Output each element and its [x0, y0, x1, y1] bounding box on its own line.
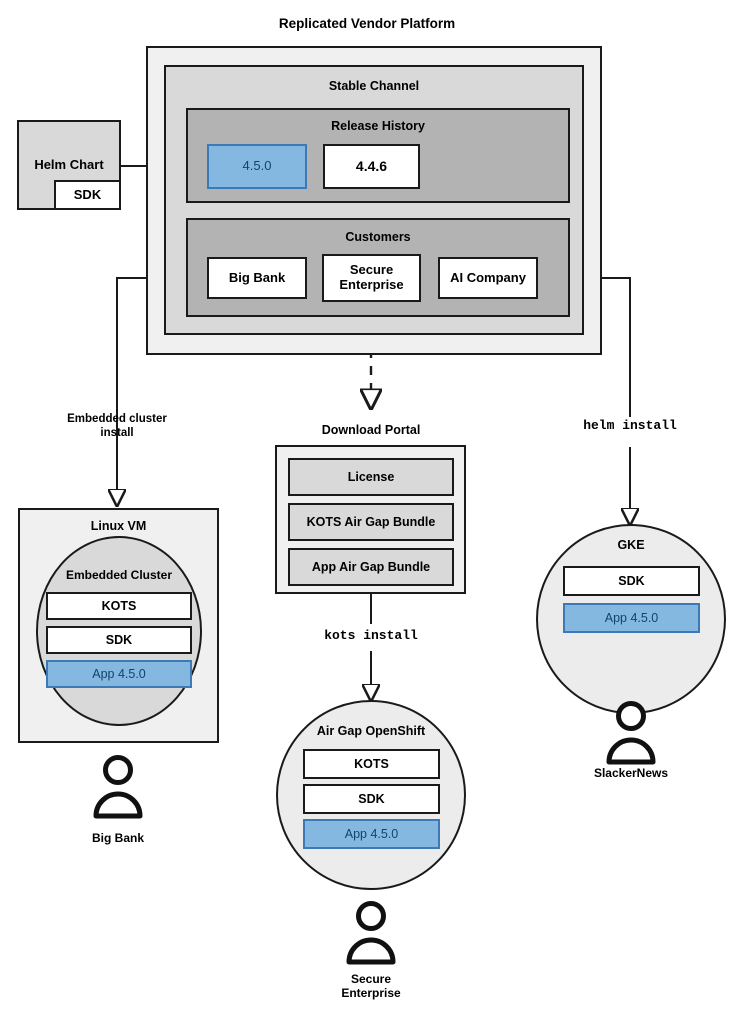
component-label: KOTS: [101, 598, 137, 613]
customer-secure-enterprise[interactable]: Secure Enterprise: [322, 254, 421, 302]
user-label-big-bank: Big Bank: [91, 831, 144, 845]
release-version-label: 4.5.0: [242, 158, 272, 174]
customers-label: Customers: [345, 230, 411, 244]
edge-label-kots-install: kots install: [324, 628, 418, 643]
release-version-label: 4.4.6: [355, 158, 388, 175]
release-4-5-0[interactable]: 4.5.0: [207, 144, 307, 189]
download-portal-item-kots-air-gap-bundle[interactable]: KOTS Air Gap Bundle: [288, 503, 454, 541]
openshift-component-app[interactable]: App 4.5.0: [303, 819, 440, 849]
gke-label: GKE: [617, 538, 645, 552]
gke-component-app[interactable]: App 4.5.0: [563, 603, 700, 633]
embedded-cluster-label: Embedded Cluster: [65, 568, 173, 582]
gke-component-sdk[interactable]: SDK: [563, 566, 700, 596]
component-label: SDK: [358, 791, 385, 806]
user-label-secure-enterprise: Secure Enterprise: [341, 972, 401, 1001]
linux-vm-component-kots[interactable]: KOTS: [46, 592, 192, 620]
component-label: KOTS: [354, 756, 389, 771]
edge-label-embedded-cluster-install: Embedded cluster install: [67, 413, 167, 439]
release-history-label: Release History: [331, 119, 425, 133]
component-label: App 4.5.0: [344, 826, 399, 841]
customer-big-bank[interactable]: Big Bank: [207, 257, 307, 299]
edge-label-helm-install: helm install: [583, 418, 677, 433]
linux-vm-label: Linux VM: [90, 519, 147, 533]
user-icon-big-bank: [93, 755, 143, 819]
customer-name-label: Secure Enterprise: [339, 262, 404, 292]
download-portal-label: Download Portal: [321, 423, 421, 437]
linux-vm-component-sdk[interactable]: SDK: [46, 626, 192, 654]
item-label: License: [347, 469, 395, 484]
helm-chart-sdk-box[interactable]: SDK: [54, 180, 121, 210]
openshift-component-sdk[interactable]: SDK: [303, 784, 440, 814]
page-title: Replicated Vendor Platform: [278, 16, 456, 31]
customer-ai-company[interactable]: AI Company: [438, 257, 538, 299]
linux-vm-component-app[interactable]: App 4.5.0: [46, 660, 192, 688]
helm-chart-sdk-label: SDK: [73, 186, 102, 202]
customer-name-label: Big Bank: [228, 269, 286, 285]
download-portal-item-license[interactable]: License: [288, 458, 454, 496]
customer-name-label: AI Company: [450, 269, 526, 285]
release-4-4-6[interactable]: 4.4.6: [323, 144, 420, 189]
user-icon-slackernews: [606, 701, 656, 765]
openshift-component-kots[interactable]: KOTS: [303, 749, 440, 779]
component-label: SDK: [105, 632, 133, 647]
helm-chart-label: Helm Chart: [34, 156, 104, 172]
download-portal-item-app-air-gap-bundle[interactable]: App Air Gap Bundle: [288, 548, 454, 586]
item-label: KOTS Air Gap Bundle: [306, 514, 436, 529]
component-label: App 4.5.0: [604, 610, 659, 625]
item-label: App Air Gap Bundle: [311, 559, 431, 574]
component-label: SDK: [618, 573, 645, 588]
user-label-slackernews: SlackerNews: [593, 766, 669, 780]
user-icon-secure-enterprise: [346, 901, 396, 965]
component-label: App 4.5.0: [92, 666, 146, 681]
stable-channel-label: Stable Channel: [328, 79, 420, 93]
air-gap-openshift-label: Air Gap OpenShift: [316, 724, 426, 738]
